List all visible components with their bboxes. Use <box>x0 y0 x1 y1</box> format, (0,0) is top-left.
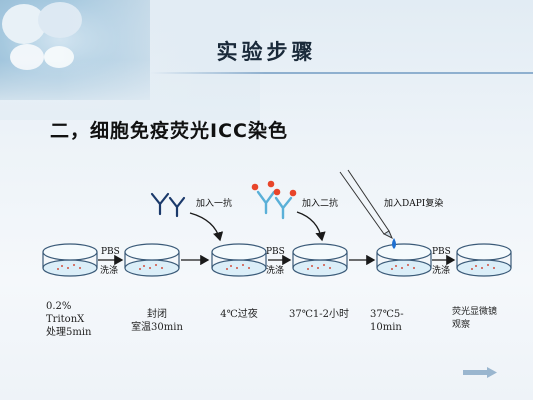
slide-subtitle: 二，细胞免疫荧光ICC染色 <box>50 120 288 142</box>
wash-1-top: PBS <box>101 247 120 257</box>
dish-4 <box>292 243 348 277</box>
dish-5 <box>376 243 432 277</box>
primary-antibody-icon <box>150 192 186 218</box>
wash-3-top: PBS <box>432 247 451 257</box>
slide-title: 实验步骤 <box>216 39 317 64</box>
step-4-line1: 37℃1-2小时 <box>288 309 349 320</box>
dish-1 <box>42 243 98 277</box>
wash-2-bottom: 洗涤 <box>266 266 285 276</box>
dish-6 <box>456 243 512 277</box>
step-4-label: 37℃1-2小时 <box>276 308 362 321</box>
step-2-line2: 室温30min <box>131 322 183 333</box>
secondary-antibody-icon <box>256 190 293 220</box>
step-1-label: 0.2% TritonX 处理5min <box>46 300 91 339</box>
step-5-label: 37℃5- 10min <box>370 308 404 334</box>
step-3-line1: 4℃过夜 <box>220 309 258 320</box>
wash-3-bottom: 洗涤 <box>432 266 451 276</box>
step-5-line2: 10min <box>370 322 402 333</box>
step-2-label: 封闭 室温30min <box>122 308 192 334</box>
step-6-label: 荧光显微镜 观察 <box>452 306 497 332</box>
next-slide-arrow-icon[interactable] <box>463 367 497 378</box>
title-underline <box>150 72 533 74</box>
secondary-curve-arrow <box>296 211 326 242</box>
step-2-line1: 封闭 <box>147 309 167 320</box>
step-1-line2: TritonX <box>46 314 85 325</box>
pipette-icon <box>339 169 393 240</box>
secondary-antibody-label: 加入二抗 <box>302 199 339 209</box>
wash-2-top: PBS <box>266 247 285 257</box>
dapi-label: 加入DAPI复染 <box>384 199 444 209</box>
primary-curve-arrow <box>189 212 224 242</box>
dish-2 <box>124 243 180 277</box>
primary-antibody-label: 加入一抗 <box>196 199 233 209</box>
dapi-drop-icon <box>392 238 396 249</box>
step-1-line3: 处理5min <box>46 327 92 338</box>
step-3-label: 4℃过夜 <box>204 308 274 321</box>
dish-3 <box>211 243 267 277</box>
fluorophore-icons <box>251 180 297 197</box>
step-6-line2: 观察 <box>452 320 471 330</box>
step-1-line1: 0.2% <box>46 301 72 312</box>
wash-1-bottom: 洗涤 <box>100 266 119 276</box>
step-5-line1: 37℃5- <box>370 309 404 320</box>
step-6-line1: 荧光显微镜 <box>452 307 498 317</box>
photo-fade-bottom <box>0 60 260 120</box>
